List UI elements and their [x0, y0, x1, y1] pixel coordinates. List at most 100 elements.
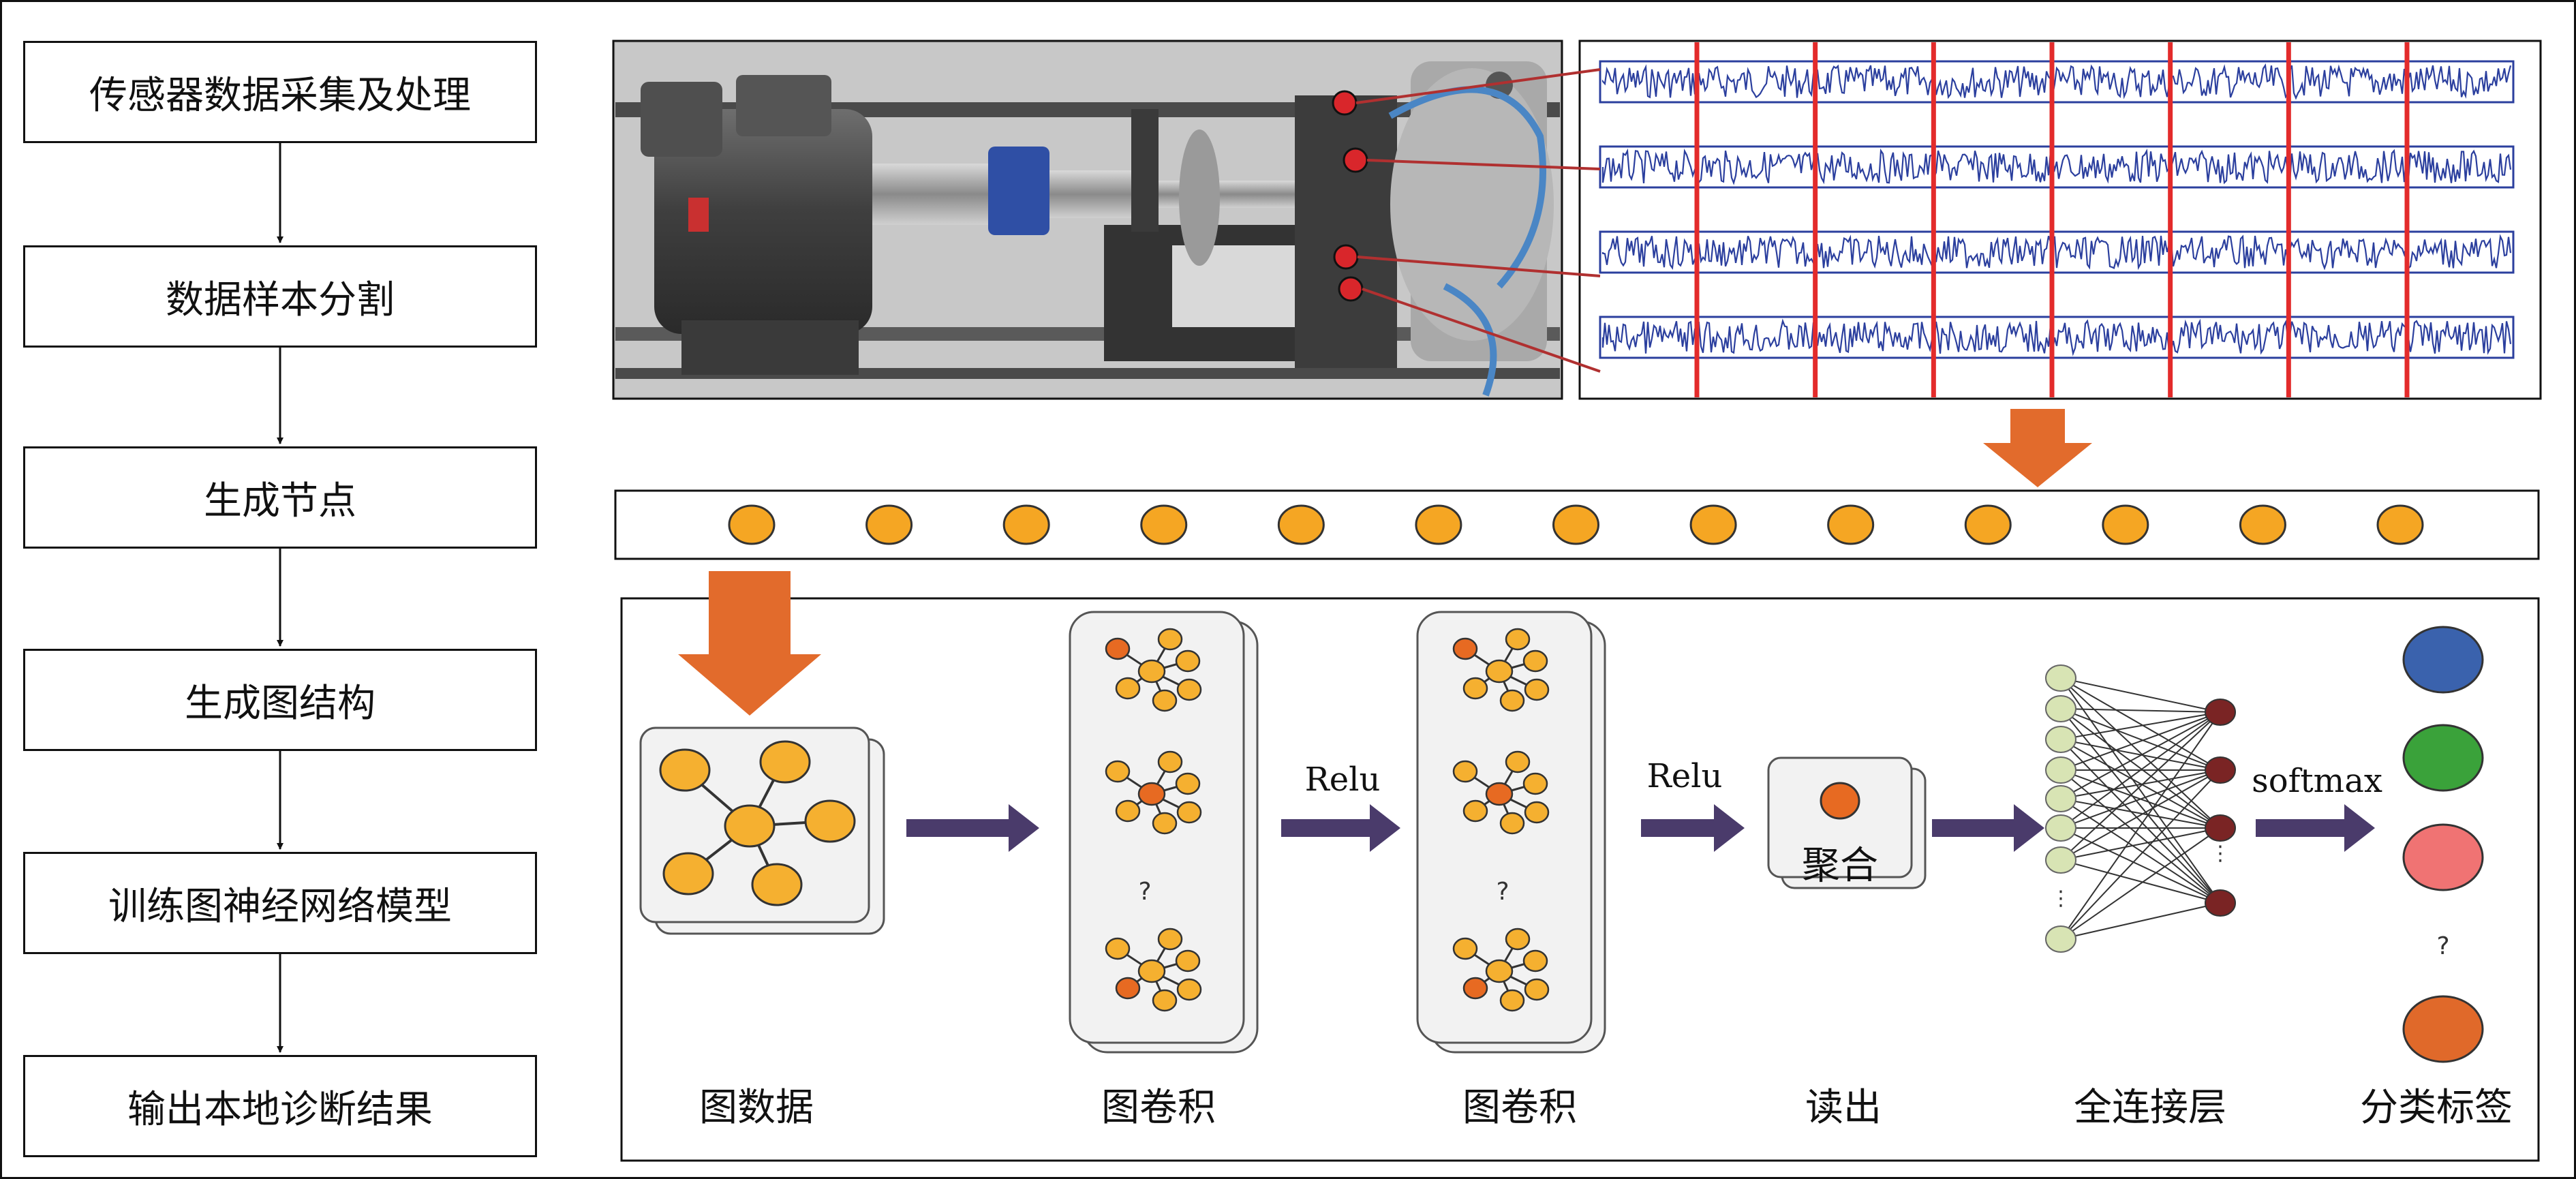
sample-node-6: [1415, 504, 1462, 545]
class-node-4: [2402, 995, 2484, 1063]
conv2-graph-1-node-5: [1499, 689, 1525, 712]
conv2-graph-1-node-4: [1462, 677, 1488, 700]
conv1-graph-1-node-5: [1152, 689, 1178, 712]
sample-node-2: [865, 504, 913, 545]
conv2-graph-3-hub: [1485, 959, 1514, 983]
gnn-pipeline: ? Relu ? Relu ⋮ ⋮: [620, 571, 2540, 1162]
activation-relu-1: Relu: [1305, 761, 1381, 799]
graph-conv-2-stack: ?: [1416, 611, 1606, 1054]
arrow-readout-to-fc: [1932, 804, 2044, 852]
fc-input-node-8: [2045, 925, 2076, 953]
conv2-graph-3-node-4: [1462, 977, 1488, 1000]
conv2-graph-1-node-3: [1522, 649, 1548, 673]
conv1-graph-3-node-5: [1152, 989, 1178, 1012]
conv1-graph-1-hub: [1137, 659, 1166, 684]
class-ellipsis: ?: [2436, 932, 2449, 960]
conv1-graph-1-node-2: [1157, 628, 1183, 651]
sensor-connectors: [1355, 68, 1601, 373]
step-generate-nodes: 生成节点: [23, 446, 537, 549]
conv1-graph-2-node-1: [1105, 760, 1131, 783]
conv1-graph-2-hub: [1137, 782, 1166, 806]
fc-input-node-1: [2045, 664, 2076, 692]
step-sample-split: 数据样本分割: [23, 245, 537, 348]
signal-wave-3: [1601, 234, 2512, 271]
fully-connected-network: [2045, 664, 2236, 953]
fc-output-node-4: [2205, 889, 2236, 917]
fc-input-node-2: [2045, 695, 2076, 722]
conv1-ellipsis: ?: [1138, 878, 1151, 906]
conv2-graph-2-node-6: [1524, 801, 1550, 824]
fc-input-ellipsis: ⋮: [2051, 887, 2071, 910]
conv2-graph-1-node-2: [1505, 628, 1531, 651]
conv2-graph-2-hub: [1485, 782, 1514, 806]
sample-node-7: [1552, 504, 1599, 545]
conv1-graph-1-node-3: [1175, 649, 1201, 673]
conv1-graph-1-node-4: [1115, 677, 1141, 700]
conv2-graph-2-node-3: [1522, 772, 1548, 795]
step-train-gnn: 训练图神经网络模型: [23, 852, 537, 954]
arrow-fc-to-labels: [2256, 804, 2375, 852]
conv2-graph-2-node-2: [1505, 750, 1531, 774]
readout-pool-label: 聚合: [1802, 844, 1878, 888]
signal-channel-4: [1599, 316, 2515, 359]
sample-node-13: [2376, 504, 2424, 545]
signal-wave-4: [1601, 318, 2512, 356]
sample-node-1: [728, 504, 776, 545]
step-sensor-collection: 传感器数据采集及处理: [23, 41, 537, 143]
activation-softmax: softmax: [2252, 762, 2382, 800]
fc-input-node-6: [2045, 814, 2076, 842]
class-node-3: [2402, 823, 2484, 891]
fc-output-node-1: [2205, 699, 2236, 726]
arrow-signals-to-nodes: [1983, 409, 2092, 487]
conv2-ellipsis: ?: [1496, 878, 1509, 906]
conv2-graph-1-hub: [1485, 659, 1514, 684]
fc-output-node-2: [2205, 756, 2236, 784]
conv2-graph-3-node-1: [1452, 937, 1478, 960]
fc-input-node-7: [2045, 846, 2076, 874]
sample-node-9: [1827, 504, 1875, 545]
sample-node-5: [1277, 504, 1325, 545]
class-label-nodes: [2402, 626, 2484, 1063]
conv1-graph-2-node-5: [1152, 812, 1178, 835]
label-class-labels: 分类标签: [2360, 1086, 2513, 1130]
node-row: [614, 489, 2540, 560]
readout-card: [1767, 756, 1927, 889]
conv1-graph-2-node-6: [1176, 801, 1202, 824]
label-graph-conv-1: 图卷积: [1101, 1086, 1216, 1130]
sample-node-3: [1002, 504, 1050, 545]
class-node-2: [2402, 724, 2484, 792]
sample-node-11: [2102, 504, 2149, 545]
conv2-graph-1-node-6: [1524, 678, 1550, 701]
step-generate-graph: 生成图结构: [23, 649, 537, 751]
sample-node-10: [1964, 504, 2012, 545]
step-output-diagnosis: 输出本地诊断结果: [23, 1055, 537, 1157]
arrow-conv2-to-readout: [1641, 804, 1745, 852]
conv1-graph-3-node-6: [1176, 978, 1202, 1001]
conv1-graph-3-hub: [1137, 959, 1166, 983]
conv2-graph-3-node-2: [1505, 928, 1531, 951]
graph-data-card: [639, 726, 885, 935]
fc-output-ellipsis: ⋮: [2210, 842, 2230, 866]
label-graph-conv-2: 图卷积: [1462, 1086, 1577, 1130]
fc-input-node-5: [2045, 785, 2076, 812]
arrow-graph-to-conv1: [906, 804, 1039, 852]
test-rig-photo: [612, 40, 1563, 400]
conv2-graph-2-node-4: [1462, 799, 1488, 823]
conv1-graph-2-node-4: [1115, 799, 1141, 823]
conv1-graph-3-node-3: [1175, 949, 1201, 973]
conv2-graph-2-node-1: [1452, 760, 1478, 783]
sample-node-12: [2239, 504, 2286, 545]
fc-output-node-3: [2205, 814, 2236, 842]
label-graph-data: 图数据: [699, 1086, 814, 1130]
label-fully-connected: 全连接层: [2074, 1086, 2226, 1130]
arrow-conv1-to-conv2: [1281, 804, 1400, 852]
signal-wave-2: [1601, 148, 2512, 185]
conv2-graph-2-node-5: [1499, 812, 1525, 835]
label-readout: 读出: [1805, 1086, 1882, 1130]
fc-input-node-3: [2045, 726, 2076, 753]
conv2-graph-3-node-5: [1499, 989, 1525, 1012]
sample-node-8: [1689, 504, 1737, 545]
fc-input-node-4: [2045, 756, 2076, 784]
class-node-1: [2402, 626, 2484, 694]
